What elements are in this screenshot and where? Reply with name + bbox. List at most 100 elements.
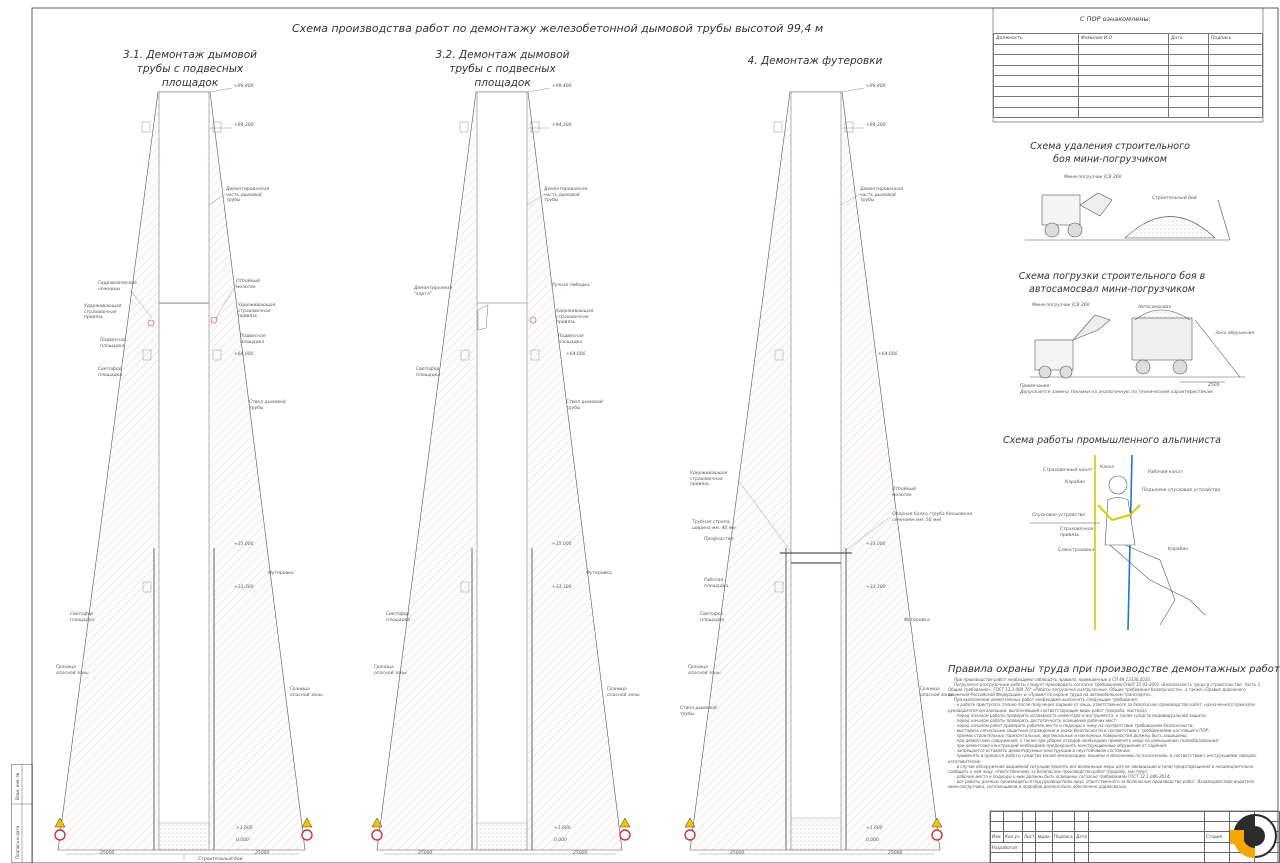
stamp-col-sheet: Лист (1021, 831, 1037, 843)
c2-rest-platform: Светофор площадка (416, 367, 441, 378)
rules-paragraph: - перед началом работы проверить достато… (954, 717, 1118, 723)
loading-scheme-drawing (1030, 309, 1245, 383)
c3-level-94: +94,300 (866, 123, 886, 128)
c1-rest-platform: Светофор площадка (98, 367, 123, 378)
acquaint-table: Должность Фамилия И.О. Дата Подпись (993, 33, 1263, 118)
c3-work-platform: Рабочая площадка (704, 578, 729, 589)
c2-danger-left: Граница опасной зоны (374, 665, 407, 676)
rules-paragraph: - при демонтаже конструкций необходимо п… (954, 743, 1168, 749)
c1-danger-right: Граница опасной зоны (290, 687, 323, 698)
c3-level-top: +99,400 (866, 84, 886, 89)
chimney-3-drawing (689, 91, 941, 855)
c3-level-35: +35,000 (866, 542, 886, 547)
c3-profile: Профнастил (704, 537, 734, 542)
c2-winch: Ручная лебедка (552, 283, 590, 288)
c1-rest-platform-2: Светофор площадка (70, 612, 95, 623)
chimney-3-title: 4. Демонтаж футеровки (747, 55, 883, 67)
c2-platform-right: Подвесная площадка (558, 334, 584, 345)
warning-signs (54, 817, 943, 841)
climber-selfbelay: Самостраховка (1058, 548, 1095, 553)
chimney-1-title: 3.1. Демонтаж дымовой трубы с подвесных … (123, 49, 257, 89)
c1-platform-left: Подвесная площадка (100, 338, 126, 349)
climber-ascender: Подъемно-спусковое устройство (1142, 488, 1221, 493)
climber-title: Схема работы промышленного альпиниста (1003, 435, 1221, 446)
rules-paragraph: - проемы строительных горизонтальных, ве… (954, 733, 1188, 739)
rules-paragraph: При производстве работ необходимо соблюд… (954, 677, 1152, 682)
loading-dim: 2500 (1208, 383, 1220, 388)
climber-descender: Спусковое устройство (1032, 513, 1086, 518)
rules-title: Правила охраны труда при производстве де… (948, 664, 1280, 675)
climber-scheme-drawing (1030, 454, 1206, 631)
side-sign: Подпись и дата (15, 825, 20, 859)
c1-safety-left: Удерживающая страховочная привязь (84, 304, 122, 320)
sheet-frame (31, 7, 1279, 863)
c3-safety: Удерживающая страховочная привязь (690, 471, 728, 487)
c3-dim-left: 25000 (730, 851, 745, 856)
loading-zone: Зона обрушения (1215, 331, 1255, 336)
c2-dim-right: 25000 (573, 851, 588, 856)
c3-rest-platform-2: Светофор площадка (700, 612, 725, 623)
stamp-developer: Разработал (990, 841, 1023, 853)
leader-lines (129, 87, 891, 554)
c1-lining: Футеровка (268, 571, 294, 576)
rules-paragraph: - в случае обнаружения аварийной ситуаци… (948, 763, 1254, 774)
stamp-col-sign: Подпись (1052, 831, 1075, 843)
rules-text: При производстве работ необходимо соблюд… (948, 677, 1263, 789)
c2-dismantled: Демонтированная часть дымовой трубы (544, 187, 588, 203)
c3-level-0: 0,000 (866, 838, 879, 843)
c3-level-33: +33,300 (866, 585, 886, 590)
sheet-title: Схема производства работ по демонтажу же… (292, 22, 824, 35)
c1-hammer: Отбойный молоток (236, 279, 261, 290)
c3-trunk: Ствол дымовой трубы (680, 706, 717, 717)
climber-rope-safety: Страховочный канат (1043, 468, 1093, 473)
stamp-col-doc: №док. (1035, 831, 1054, 843)
c2-level-64: +64,000 (566, 352, 586, 357)
rules-paragraph: - при демонтаже сооружений, а также при … (954, 738, 1220, 744)
c2-level-1: +1,600 (554, 826, 571, 831)
acquaint-col-position: Должность (993, 33, 1079, 45)
c1-level-94: +94,300 (234, 123, 254, 128)
c2-level-top: +99,400 (552, 84, 572, 89)
c2-level-0: 0,000 (554, 838, 567, 843)
climber-carabiner-2: Карабин (1168, 547, 1189, 552)
chimney-1-drawing (57, 91, 306, 860)
climber-rope-work: Рабочий канат (1148, 470, 1183, 475)
acquaint-title: С ПОР ознакомлены: (1080, 15, 1151, 23)
c1-level-64: +64,000 (234, 352, 254, 357)
c2-safety-right: Удерживающая страховочная привязь (556, 309, 594, 325)
climber-harness: Страховочная привязь (1060, 527, 1094, 538)
c1-dismantled: Демонтированная часть дымовой трубы (226, 187, 270, 203)
c1-hydraulic: Гидравлические ножницы (98, 281, 137, 292)
c3-lining: Футеровка (904, 618, 930, 623)
c2-card: Демонтируемая "карта" (414, 286, 453, 297)
rules-paragraph: - рабочие места и подходы к ним должны б… (954, 773, 1171, 779)
c3-beam: Опорная балка (труба бесшовная, сечением… (892, 512, 974, 523)
c1-level-top: +99,400 (234, 84, 254, 89)
c1-danger-left: Граница опасной зоны (56, 665, 89, 676)
c1-level-0: 0,000 (236, 838, 249, 843)
acquaint-col-date: Дата (1168, 33, 1209, 45)
removal-loader: Мини-погрузчик JCB 260 (1064, 175, 1122, 180)
rules-paragraph: - выставить сигнальные защитные огражден… (954, 727, 1210, 733)
c1-level-35: +35,000 (234, 542, 254, 547)
c1-safety-right: Удерживающая страховочная привязь (238, 303, 276, 319)
rules-paragraph: При выполнении демонтажных работ необход… (954, 697, 1139, 703)
c3-dismantled: Демонтированная часть дымовой трубы (860, 187, 904, 203)
loading-title: Схема погрузки строительного боя в автос… (1018, 271, 1206, 295)
rules-paragraph: - все работы должны производиться под ру… (948, 778, 1254, 789)
c1-debris: Строительный бой (198, 857, 243, 862)
c2-dim-left: 25000 (418, 851, 433, 856)
c1-level-33: +33,300 (234, 585, 254, 590)
c2-level-35: +35,000 (552, 542, 572, 547)
climber-carabiner: Карабин (1065, 480, 1086, 485)
loading-loader: Мини-погрузчик JCB 260 (1032, 303, 1090, 308)
chimney-2-title: 3.2. Демонтаж дымовой трубы с подвесных … (435, 49, 570, 89)
side-stamp: Взам. инв. № Подпись и дата (11, 764, 33, 863)
c2-lining: Футеровка (586, 571, 612, 576)
c1-platform-right: Подвесная площадка (240, 334, 266, 345)
c1-dim-right: 25000 (255, 851, 270, 856)
c3-hammer: Отбойный молоток (892, 487, 917, 498)
climber-helmet: Каска (1100, 465, 1114, 470)
acquaint-col-sign: Подпись (1208, 33, 1263, 45)
rules-paragraph: - перед началом работ проверить рабочее … (954, 722, 1194, 728)
